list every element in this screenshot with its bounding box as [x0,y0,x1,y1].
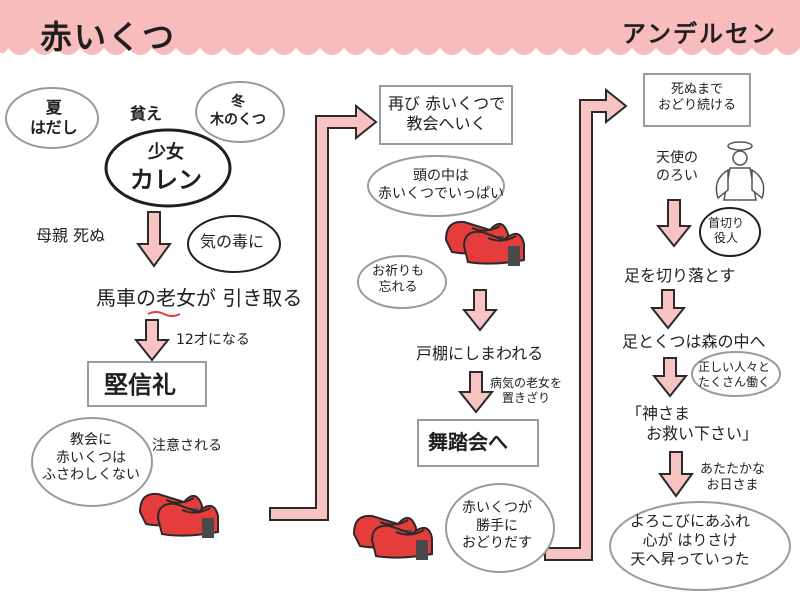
poor-label: 貧え [130,104,163,123]
ball-label: 舞踏会へ [428,430,508,454]
scalloped-header-band [0,0,800,55]
winter-label: 冬木のくつ [210,94,266,128]
adopted-label: 馬車の老女が 引き取る [96,286,303,310]
end-bubble [609,501,791,591]
cursed-box [643,73,751,127]
red-shoes-3 [353,514,433,561]
exec-label: 首切り役人 [708,216,745,245]
summer-label: 夏はだし [30,98,78,137]
arrow-down-6 [649,289,687,330]
oldwoman-label: 病気の老女を置きざり [490,376,563,405]
confirmation-label: 堅信礼 [104,371,176,399]
dance-bubble [445,483,555,573]
ending-label: よろこびにあふれ心が はりさけ天へ昇っていった [630,512,751,568]
red-shoes-1 [139,492,219,539]
arrow-down-5 [655,199,693,248]
head-bubble [367,155,505,217]
church-bubble [31,417,153,507]
cut-label: 足を切り落とす [624,266,736,285]
winter-bubble [195,81,285,143]
head-label: 頭の中は赤いくつでいっぱい [378,168,504,202]
summer-bubble [5,87,99,149]
shelf-label: 戸棚にしまわれる [416,344,544,363]
ball-box [417,419,539,467]
author-name: アンデルセン [622,20,778,48]
connector-arrow-1 [269,103,378,521]
pray-label: お祈りも忘れる [372,264,425,296]
arrow-down-8 [658,451,694,498]
warned-label: 注意される [152,438,222,454]
arrow-down-7 [651,357,689,398]
liked-label: 気の毒に [200,232,265,251]
header-banner [0,0,800,55]
prayer-label: 「神さまお救い下さい」 [626,404,759,443]
red-shoes-2 [445,220,525,267]
sun-label: あたたかなお日さま [700,462,766,494]
heroine-circle [104,128,232,208]
arrow-down-3 [461,289,499,332]
red-underline [147,311,181,317]
dance-label: 赤いくつが勝手におどりだす [462,500,532,551]
pray-bubble [357,255,447,309]
work-label: 正しい人々とたくさん働く [698,360,771,389]
arrow-down-4 [457,371,495,414]
angel-label: 天使ののろい [656,150,698,184]
arrow-down-1 [136,211,172,268]
connector-arrow-2 [544,87,628,561]
again-label: 再び 赤いくつで教会へいく [388,94,506,133]
liked-bubble [187,215,281,273]
again-box [379,85,513,145]
mother-dies-label: 母親 死ぬ [36,226,106,245]
church-label: 教会に赤いくつはふさわしくない [42,432,140,483]
age-label: 12才になる [176,332,250,348]
exec-bubble [699,207,761,257]
cursed-label: 死ぬまでおどり続ける [658,82,737,114]
angel-figure [715,141,765,201]
arrow-down-2 [133,319,171,362]
confirmation-box [87,361,207,407]
work-bubble [691,351,781,397]
forest-label: 足とくつは森の中へ [622,332,766,351]
page-title: 赤いくつ [40,18,177,56]
heroine-label: 少女カレン [130,142,202,194]
